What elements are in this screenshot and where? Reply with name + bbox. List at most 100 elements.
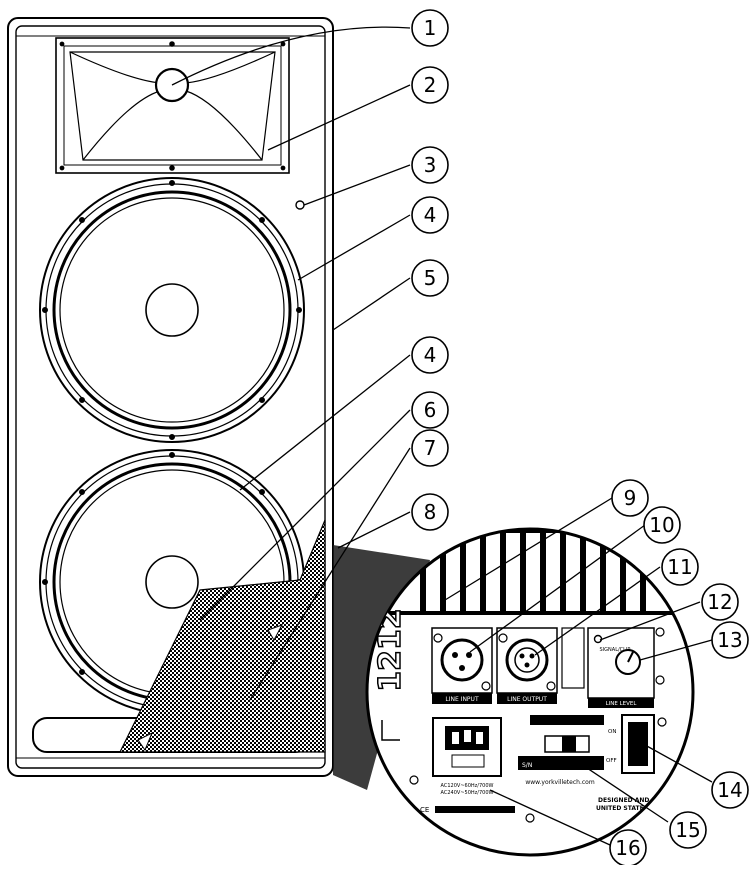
- designed-line-1: DESIGNED AND EN: [598, 797, 661, 804]
- leader-15: [574, 759, 669, 823]
- callout-circle: [411, 429, 449, 467]
- leader-10: [469, 524, 646, 653]
- voltage-line-1: AC120V~60Hz/700W: [441, 783, 494, 789]
- power-switch[interactable]: [621, 714, 655, 774]
- callout-number: 10: [649, 513, 674, 537]
- callout-number: 7: [424, 436, 437, 460]
- callout-16: 15: [669, 811, 707, 849]
- speaker-cabinet: [7, 17, 334, 777]
- serial-label: S/N: [522, 762, 532, 769]
- callout-number: 8: [424, 500, 437, 524]
- callout-circle: [661, 548, 699, 586]
- callout-number: 6: [424, 398, 437, 422]
- callout-4: 4: [411, 196, 449, 234]
- callout-3: 3: [411, 146, 449, 184]
- callout-number: 15: [675, 818, 700, 842]
- callout-circle: [411, 66, 449, 104]
- callout-17: 16: [609, 829, 647, 867]
- signal-clip-label: SIGNAL/CLIP: [600, 647, 631, 653]
- label-strip: [435, 806, 515, 813]
- leader-9: [444, 497, 613, 601]
- callout-circle: [701, 583, 739, 621]
- leader-16: [489, 789, 611, 846]
- panel-screws: [409, 627, 667, 823]
- callout-circle: [411, 259, 449, 297]
- callout-number: 14: [717, 778, 742, 802]
- callout-6: 4: [411, 336, 449, 374]
- leader-1: [171, 26, 411, 86]
- power-led: [295, 200, 305, 210]
- callout-8: 7: [411, 429, 449, 467]
- callout-circle: [711, 771, 749, 809]
- callout-circle: [411, 336, 449, 374]
- line-input-label: LINE INPUT: [445, 696, 479, 703]
- callout-circle: [611, 479, 649, 517]
- callout-number: 4: [424, 203, 437, 227]
- callout-9: 8: [411, 493, 449, 531]
- callout-circle: [643, 506, 681, 544]
- leader-13: [639, 639, 713, 661]
- on-label: ON: [608, 729, 616, 735]
- voltage-line-2: AC240V~50Hz/700W: [441, 790, 494, 796]
- callout-7: 6: [411, 391, 449, 429]
- callout-leaders: [171, 26, 713, 846]
- line-output-label: LINE OUTPUT: [507, 696, 547, 703]
- off-label: OFF: [606, 758, 617, 764]
- panel-corner: [381, 720, 400, 741]
- ce-mark: CE: [420, 806, 429, 814]
- callout-15: 14: [711, 771, 749, 809]
- line-output-jack[interactable]: [496, 627, 558, 704]
- callout-circle: [411, 196, 449, 234]
- leader-11: [534, 566, 661, 656]
- callout-circle: [411, 146, 449, 184]
- horn-tweeter: [55, 37, 290, 174]
- callout-5: 5: [411, 259, 449, 297]
- callout-number: 16: [615, 836, 640, 860]
- leader-5: [332, 277, 411, 331]
- callout-10: 9: [611, 479, 649, 517]
- callout-number: 9: [624, 486, 637, 510]
- serial-number-box: [518, 756, 604, 770]
- grille-mesh: [119, 519, 326, 753]
- website-label: www.yorkvilletech.com: [525, 779, 595, 786]
- callout-2: 2: [411, 66, 449, 104]
- line-level-control[interactable]: [587, 627, 655, 708]
- callout-circle: [711, 621, 749, 659]
- line-level-label: LINE LEVEL: [606, 701, 638, 707]
- leader-6: [199, 409, 411, 621]
- rear-panel-detail: 1212 LINE INPUT LINE OUTPUT: [365, 527, 695, 857]
- callout-number: 13: [717, 628, 742, 652]
- voltage-selector[interactable]: [530, 715, 604, 753]
- callout-circle: [669, 811, 707, 849]
- callout-number: 4: [424, 343, 437, 367]
- callout-14: 13: [711, 621, 749, 659]
- power-inlet[interactable]: [432, 717, 502, 777]
- callout-number: 12: [707, 590, 732, 614]
- leader-4b: [239, 354, 411, 491]
- leader-12: [599, 601, 701, 641]
- leader-2: [267, 84, 411, 151]
- leader-14: [644, 744, 713, 783]
- callout-11: 10: [643, 506, 681, 544]
- heatsink: [380, 529, 690, 615]
- leader-7: [249, 447, 411, 701]
- callout-13: 12: [701, 583, 739, 621]
- callout-number: 2: [424, 73, 437, 97]
- leader-4a: [297, 214, 411, 281]
- panel-divider: [561, 627, 585, 689]
- callout-number: 5: [424, 266, 437, 290]
- callout-number: 1: [424, 16, 437, 40]
- callout-number: 3: [424, 153, 437, 177]
- callout-12: 11: [661, 548, 699, 586]
- callout-circle: [411, 391, 449, 429]
- callout-1: 1: [411, 9, 449, 47]
- designed-line-2: UNITED STATES OF A: [596, 805, 666, 812]
- callout-number: 11: [667, 555, 692, 579]
- callout-circle: [411, 493, 449, 531]
- callout-circle: [411, 9, 449, 47]
- leader-3: [303, 164, 411, 206]
- upper-woofer: [39, 177, 305, 443]
